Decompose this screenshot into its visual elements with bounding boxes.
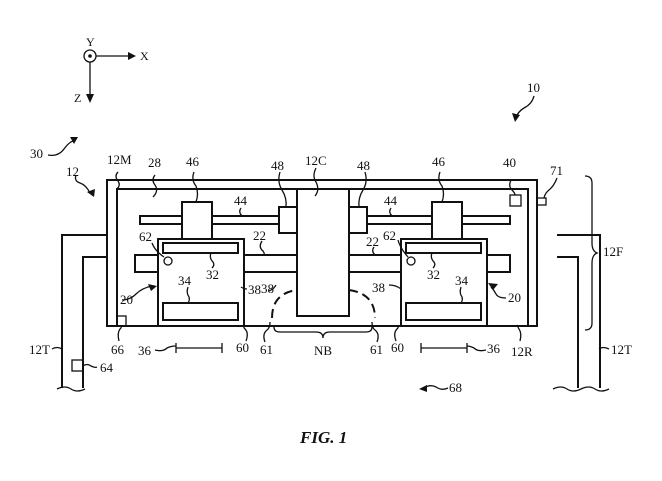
tray-right bbox=[405, 302, 482, 321]
label-60-right: 60 bbox=[391, 340, 404, 355]
corner-box bbox=[116, 315, 127, 327]
tray-left bbox=[162, 302, 239, 321]
nb-dashed-arc bbox=[271, 289, 376, 319]
tab-box bbox=[536, 197, 547, 206]
label-34-left: 34 bbox=[178, 273, 192, 288]
label-61-right: 61 bbox=[370, 342, 383, 357]
label-12T-left: 12T bbox=[29, 342, 50, 357]
track-left bbox=[56, 234, 107, 392]
label-20-right: 20 bbox=[508, 290, 521, 305]
axis-label-y: Y bbox=[86, 35, 95, 49]
label-12C: 12C bbox=[305, 153, 327, 168]
nb-brace bbox=[273, 326, 373, 339]
dot-left bbox=[163, 256, 173, 266]
axis-triad: Y X Z bbox=[74, 35, 149, 105]
scale-right bbox=[420, 343, 468, 353]
label-36-right: 36 bbox=[487, 341, 501, 356]
carriage-left bbox=[157, 238, 245, 327]
clamp-right bbox=[348, 206, 368, 234]
label-66: 66 bbox=[111, 342, 125, 357]
label-48-right: 48 bbox=[357, 158, 370, 173]
label-61-left: 61 bbox=[260, 342, 273, 357]
label-68: 68 bbox=[449, 380, 462, 395]
scale-left bbox=[175, 343, 223, 353]
label-12: 12 bbox=[66, 164, 79, 179]
label-71: 71 bbox=[550, 163, 563, 178]
label-32-left: 32 bbox=[206, 267, 219, 282]
label-46-right: 46 bbox=[432, 154, 446, 169]
label-62-left: 62 bbox=[139, 229, 152, 244]
carriage-right bbox=[400, 238, 488, 327]
label-64: 64 bbox=[100, 360, 114, 375]
label-62-right: 62 bbox=[383, 228, 396, 243]
dot-right bbox=[406, 256, 416, 266]
label-22-left: 22 bbox=[253, 228, 266, 243]
label-38-left-a: 38 bbox=[248, 282, 261, 297]
label-38-left-b: 38 bbox=[261, 281, 274, 296]
central-column bbox=[296, 188, 350, 317]
label-12R: 12R bbox=[511, 344, 533, 359]
block-left bbox=[181, 201, 213, 240]
track-right bbox=[552, 234, 610, 392]
leader-lines bbox=[47, 95, 610, 392]
axis-label-x: X bbox=[140, 49, 149, 63]
label-30: 30 bbox=[30, 146, 43, 161]
label-46-left: 46 bbox=[186, 154, 200, 169]
label-36-left: 36 bbox=[138, 343, 152, 358]
frame-brace bbox=[584, 175, 599, 331]
label-32-right: 32 bbox=[427, 267, 440, 282]
label-28: 28 bbox=[148, 155, 161, 170]
label-NB: NB bbox=[314, 343, 332, 358]
label-48-left: 48 bbox=[271, 158, 284, 173]
label-60-left: 60 bbox=[236, 340, 249, 355]
label-12M: 12M bbox=[107, 152, 132, 167]
label-38-right: 38 bbox=[372, 280, 385, 295]
bar-left bbox=[162, 242, 239, 254]
block-right bbox=[431, 201, 463, 240]
label-44-left: 44 bbox=[234, 193, 248, 208]
label-40: 40 bbox=[503, 155, 516, 170]
label-12T-right: 12T bbox=[611, 342, 632, 357]
label-44-right: 44 bbox=[384, 193, 398, 208]
label-34-right: 34 bbox=[455, 273, 469, 288]
sensor-box bbox=[509, 194, 522, 207]
bar-right bbox=[405, 242, 482, 254]
figure-caption: FIG. 1 bbox=[299, 428, 347, 447]
label-20-left: 20 bbox=[120, 292, 133, 307]
label-22-right: 22 bbox=[366, 234, 379, 249]
pad-box bbox=[71, 359, 84, 372]
label-10: 10 bbox=[527, 80, 540, 95]
axis-label-z: Z bbox=[74, 91, 81, 105]
label-12F: 12F bbox=[603, 244, 623, 259]
clamp-left bbox=[278, 206, 298, 234]
